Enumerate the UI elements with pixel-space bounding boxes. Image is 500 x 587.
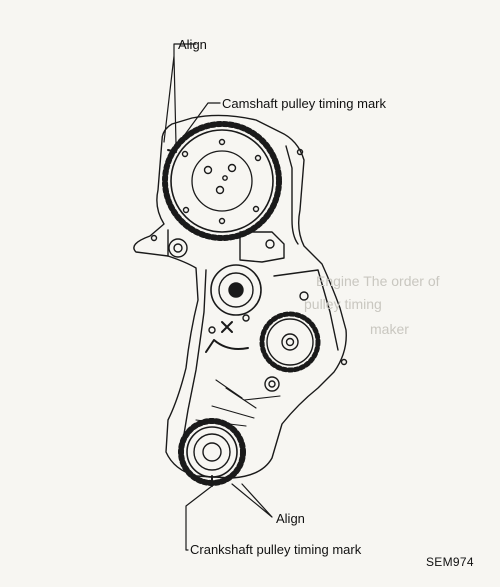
cover-ribs — [195, 379, 281, 427]
oil-pump-sprocket-rim — [266, 318, 314, 366]
tensioner-bracket — [205, 321, 249, 353]
camshaft-sprocket-hole — [254, 154, 262, 162]
tensioner-pulley-hub — [228, 282, 244, 298]
cover-bolt — [265, 239, 275, 249]
cover-bolt — [340, 358, 348, 366]
oil-pump-sprocket-teeth — [259, 311, 321, 373]
cover-fitting-inner — [268, 380, 276, 388]
camshaft-sprocket-rim — [170, 129, 274, 233]
align-bottom-label: Align — [276, 511, 305, 526]
camshaft-sprocket — [162, 121, 282, 241]
camshaft-mark-leader — [177, 102, 221, 145]
camshaft-bolt-hole — [203, 165, 213, 175]
bleed-through-text: pulley timing — [304, 296, 382, 312]
camshaft-sprocket-teeth — [162, 121, 282, 241]
oil-pump-sprocket — [259, 311, 321, 373]
crankshaft-sprocket-hub — [202, 442, 222, 462]
align-bottom-leader — [231, 483, 273, 518]
crankshaft-sprocket-flange — [193, 433, 231, 471]
camshaft-sprocket-hole — [181, 150, 189, 158]
oil-pump-sprocket-center — [285, 337, 295, 347]
cover-bolt — [150, 234, 158, 242]
timing-cover-outline — [133, 114, 347, 479]
cover-fitting-inner — [173, 243, 183, 253]
timing-cover-inner-outline — [181, 145, 339, 447]
tensioner-pulley — [210, 264, 262, 316]
bracket-bolt — [242, 314, 250, 322]
align-top-leader — [163, 43, 197, 145]
figure-code: SEM974 — [426, 555, 474, 569]
cover-fitting — [264, 376, 280, 392]
crankshaft-timing-mark-label: Crankshaft pulley timing mark — [190, 542, 362, 557]
cover-fitting — [168, 238, 188, 258]
camshaft-bolt-hole — [215, 185, 225, 195]
camshaft-sprocket-hole — [182, 206, 190, 214]
tensioner-pulley-mid — [218, 272, 254, 308]
camshaft-hub-hole — [222, 175, 228, 181]
bleed-through-text: maker — [370, 321, 409, 337]
tensioner-pulley-outer — [210, 264, 262, 316]
camshaft-timing-mark-label: Camshaft pulley timing mark — [222, 96, 386, 111]
crankshaft-sprocket — [178, 418, 246, 487]
align-top-label: Align — [178, 37, 207, 52]
bleed-through-text: Engine The order of — [316, 273, 440, 289]
bracket-bolt — [208, 326, 216, 334]
crankshaft-sprocket-teeth — [178, 418, 246, 486]
cover-flange-line — [167, 229, 285, 263]
camshaft-timing-mark — [167, 149, 177, 153]
cover-bolt — [299, 291, 309, 301]
camshaft-sprocket-hole — [218, 138, 226, 146]
camshaft-sprocket-hole — [218, 217, 226, 225]
camshaft-sprocket-face — [191, 150, 253, 212]
camshaft-sprocket-hole — [252, 205, 260, 213]
crankshaft-mark-leader — [185, 485, 213, 551]
oil-pump-sprocket-hub — [281, 333, 299, 351]
cover-bolt — [296, 148, 304, 156]
camshaft-bolt-hole — [227, 163, 237, 173]
